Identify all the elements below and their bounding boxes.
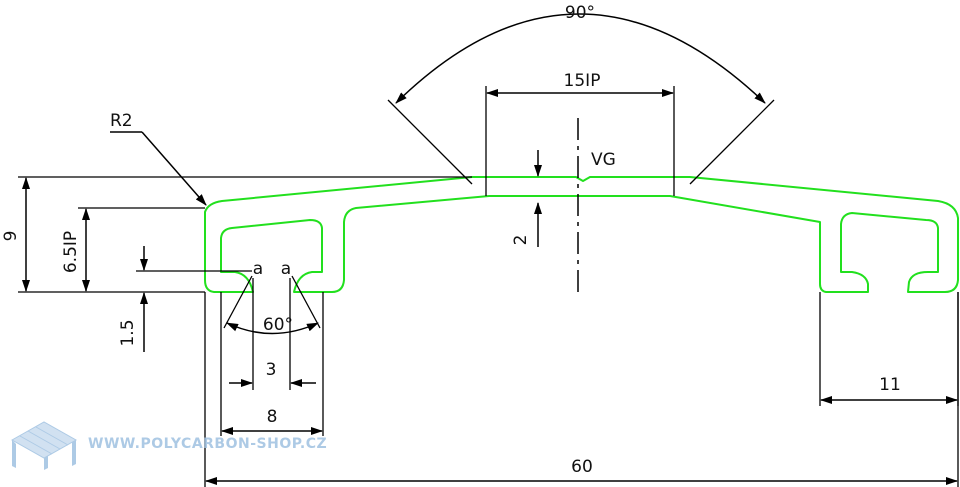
center-width-label: 15IP: [564, 71, 601, 91]
total-width-dimension: 60: [204, 292, 959, 487]
center-width-dimension: 15IP: [485, 71, 675, 196]
total-width-label: 60: [571, 457, 593, 477]
profile-top-surface: [204, 176, 959, 293]
watermark: WWW.POLYCARBON-SHOP.CZ: [10, 421, 327, 470]
groove-dimensions: a a 60° 3 8: [220, 259, 324, 436]
groove-mark-a1: a: [253, 259, 263, 279]
total-height-dimension: 9: [1, 176, 472, 293]
lip-height-label: 1.5: [118, 319, 138, 346]
groove-width-label: 3: [266, 360, 277, 380]
groove-angle-label: 60°: [263, 315, 293, 335]
radius-dimension: R2: [110, 111, 207, 206]
inner-height-dimension: 6.5IP: [61, 207, 205, 292]
right-channel-width-label: 11: [879, 375, 901, 395]
right-channel-dimension: 11: [819, 292, 959, 406]
watermark-text: WWW.POLYCARBON-SHOP.CZ: [88, 436, 327, 452]
groove-mark-a2: a: [281, 259, 291, 279]
lip-height-dimension: 1.5: [118, 246, 252, 352]
vg-label: VG: [591, 150, 616, 170]
profile-outline: [204, 176, 959, 293]
angle-90-label: 90°: [565, 3, 595, 23]
groove-depth-label: 2: [511, 235, 531, 246]
channel-width-label: 8: [267, 407, 278, 427]
radius-label: R2: [110, 111, 133, 131]
total-height-label: 9: [1, 231, 21, 242]
groove-depth-dimension: VG 2: [511, 150, 616, 247]
inner-height-label: 6.5IP: [61, 231, 81, 273]
greenhouse-icon: [10, 421, 78, 470]
angle-90-dimension: 90°: [387, 3, 775, 185]
